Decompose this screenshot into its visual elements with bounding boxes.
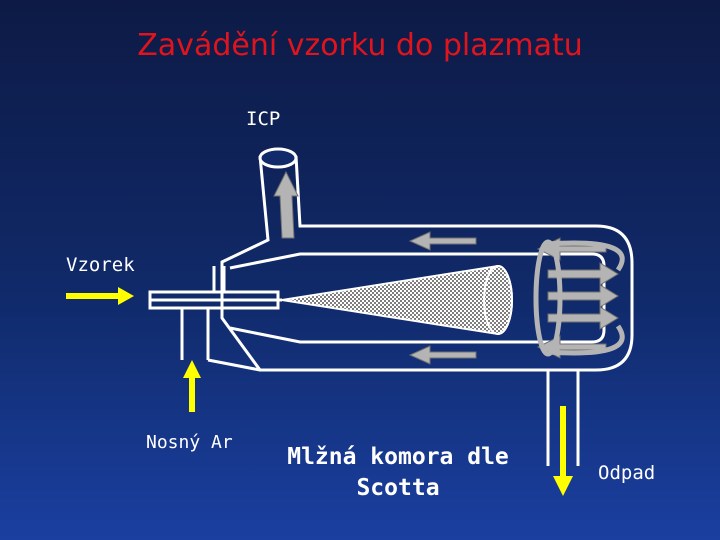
input-arrows <box>66 287 573 496</box>
return-arrow-top <box>408 231 477 251</box>
sample-arrow <box>66 287 134 305</box>
flow-arrows <box>273 170 619 365</box>
icp-flow-arrow <box>273 170 299 239</box>
swirl-loops <box>533 239 625 357</box>
spray-chamber-label: Mlžná komora dle Scotta <box>287 444 509 501</box>
aerosol-cone-end <box>483 265 513 335</box>
aerosol-cone <box>281 264 513 336</box>
sample-label: Vzorek <box>66 254 135 276</box>
waste-arrow <box>553 406 573 496</box>
return-arrow-bottom <box>408 345 477 365</box>
forward-arrow-1 <box>547 262 619 286</box>
carrier-argon-arrow <box>183 360 201 412</box>
slide-title: Zavádění vzorku do plazmatu <box>137 28 583 63</box>
drain-tube <box>546 370 580 466</box>
icp-label: ICP <box>246 108 281 130</box>
icp-outlet-opening <box>258 147 298 169</box>
waste-label: Odpad <box>598 462 656 484</box>
forward-arrow-2 <box>547 284 619 308</box>
chamber-outer-wall <box>220 155 634 372</box>
carrier-argon-label: Nosný Ar <box>146 432 233 453</box>
nebulizer <box>148 266 282 372</box>
